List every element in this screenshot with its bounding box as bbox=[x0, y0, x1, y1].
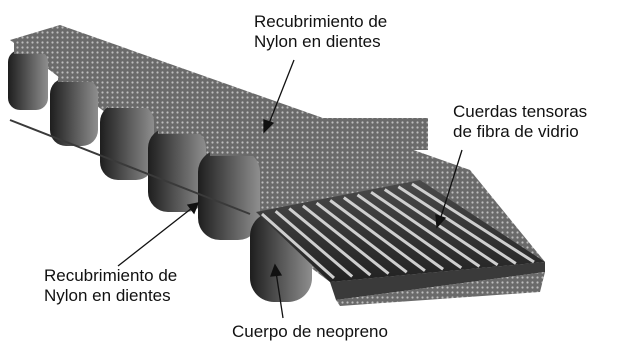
label-tooth-cover-bottom: Recubrimiento de Nylon en dientes bbox=[44, 266, 177, 306]
tensile-cord bbox=[383, 188, 499, 267]
tensile-cord bbox=[301, 204, 390, 275]
label-tooth-cover-top: Recubrimiento de Nylon en dientes bbox=[254, 12, 387, 52]
belt-tooth bbox=[228, 118, 428, 302]
label-line: Nylon en dientes bbox=[254, 32, 381, 51]
arrow-neoprene-body bbox=[270, 263, 284, 319]
tensile-cord bbox=[315, 201, 408, 274]
arrow-tooth-cover-bottom bbox=[117, 202, 200, 267]
tensile-cord bbox=[370, 190, 481, 268]
leader-arrows bbox=[117, 59, 463, 319]
tensile-cord bbox=[274, 210, 354, 278]
label-line: Nylon en dientes bbox=[44, 286, 171, 305]
label-neoprene-body: Cuerpo de neopreno bbox=[232, 322, 388, 342]
belt-edge-line bbox=[9, 119, 251, 215]
label-line: de fibra de vidrio bbox=[453, 122, 579, 141]
label-line: Cuerdas tensoras bbox=[453, 102, 588, 121]
tensile-cord bbox=[288, 207, 372, 277]
label-line: Recubrimiento de bbox=[254, 12, 388, 31]
tensile-cord bbox=[261, 212, 335, 280]
tensile-cord bbox=[329, 199, 426, 272]
label-line: Recubrimiento de bbox=[44, 266, 178, 285]
cord-section bbox=[256, 180, 545, 306]
tensile-cords bbox=[261, 182, 535, 280]
belt-tooth bbox=[50, 66, 106, 146]
arrow-tooth-cover-top bbox=[263, 59, 295, 134]
belt-tooth bbox=[8, 40, 54, 110]
arrow-tensile-cords bbox=[435, 149, 463, 229]
tensile-cord bbox=[356, 193, 463, 270]
tensile-cord bbox=[342, 196, 444, 271]
tensile-cord bbox=[411, 182, 535, 264]
label-line: Cuerpo de neopreno bbox=[232, 322, 388, 341]
tensile-cord bbox=[397, 185, 517, 265]
label-tensile-cords: Cuerdas tensoras de fibra de vidrio bbox=[453, 102, 587, 142]
